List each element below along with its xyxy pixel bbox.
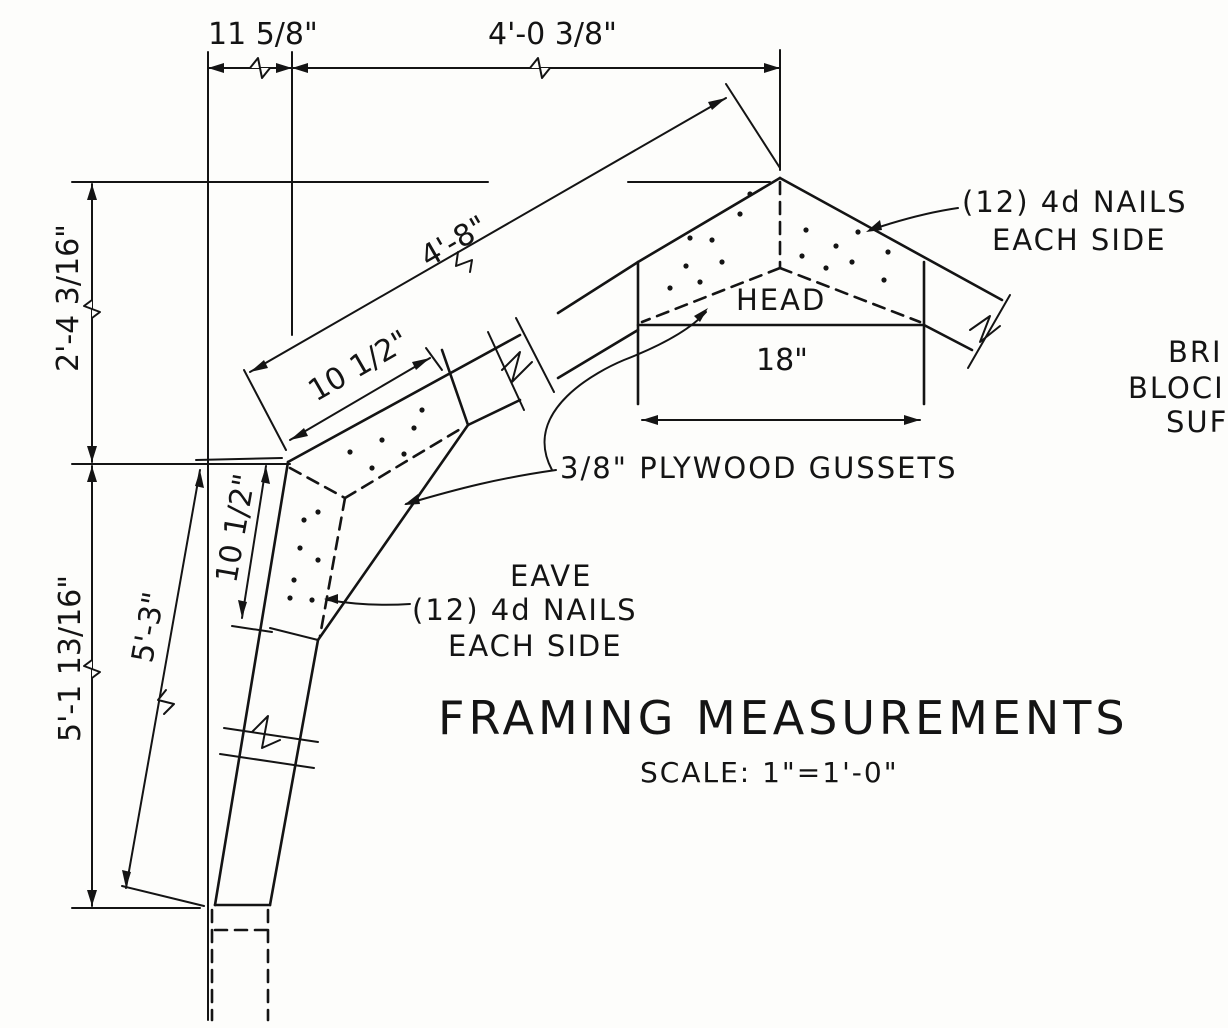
drawing-title: FRAMING MEASUREMENTS bbox=[438, 691, 1129, 745]
eave-gusset bbox=[269, 426, 464, 641]
dimension-lines bbox=[71, 49, 959, 1021]
head-nails-line2: EACH SIDE bbox=[992, 223, 1167, 257]
eave-offset-dimension: 11 5/8" bbox=[208, 17, 318, 52]
gussets-label: 3/8" PLYWOOD GUSSETS bbox=[560, 451, 958, 485]
rafter-member bbox=[286, 260, 640, 642]
rise-dimension: 2'-4 3/16" bbox=[51, 224, 86, 372]
head-gusset bbox=[640, 180, 922, 324]
wall-member bbox=[210, 460, 320, 1022]
rafter-length-dimension: 4'-8" bbox=[415, 209, 494, 275]
head-member bbox=[636, 176, 1011, 406]
eave-nails-line1: (12) 4d NAILS bbox=[412, 593, 637, 627]
half-span-dimension: 4'-0 3/8" bbox=[488, 17, 617, 52]
cut-label-line1: BRI bbox=[1168, 335, 1223, 369]
cut-label-line3: SUF bbox=[1166, 405, 1228, 439]
cut-label-line2: BLOCI bbox=[1128, 371, 1225, 405]
wall-height-dimension: 5'-1 13/16" bbox=[53, 575, 88, 742]
eave-nails-line2: EACH SIDE bbox=[448, 629, 623, 663]
eave-label: EAVE bbox=[510, 559, 592, 593]
head-label: HEAD bbox=[736, 283, 826, 317]
wall-length-dimension: 5'-3" bbox=[125, 589, 172, 665]
upper-gusset-dimension: 10 1/2" bbox=[303, 324, 416, 409]
head-width-dimension: 18" bbox=[756, 343, 808, 378]
lower-gusset-dimension: 10 1/2" bbox=[209, 471, 263, 585]
drawing-scale: SCALE: 1"=1'-0" bbox=[640, 756, 899, 789]
nail-dots bbox=[287, 191, 891, 603]
head-nails-line1: (12) 4d NAILS bbox=[962, 185, 1187, 219]
